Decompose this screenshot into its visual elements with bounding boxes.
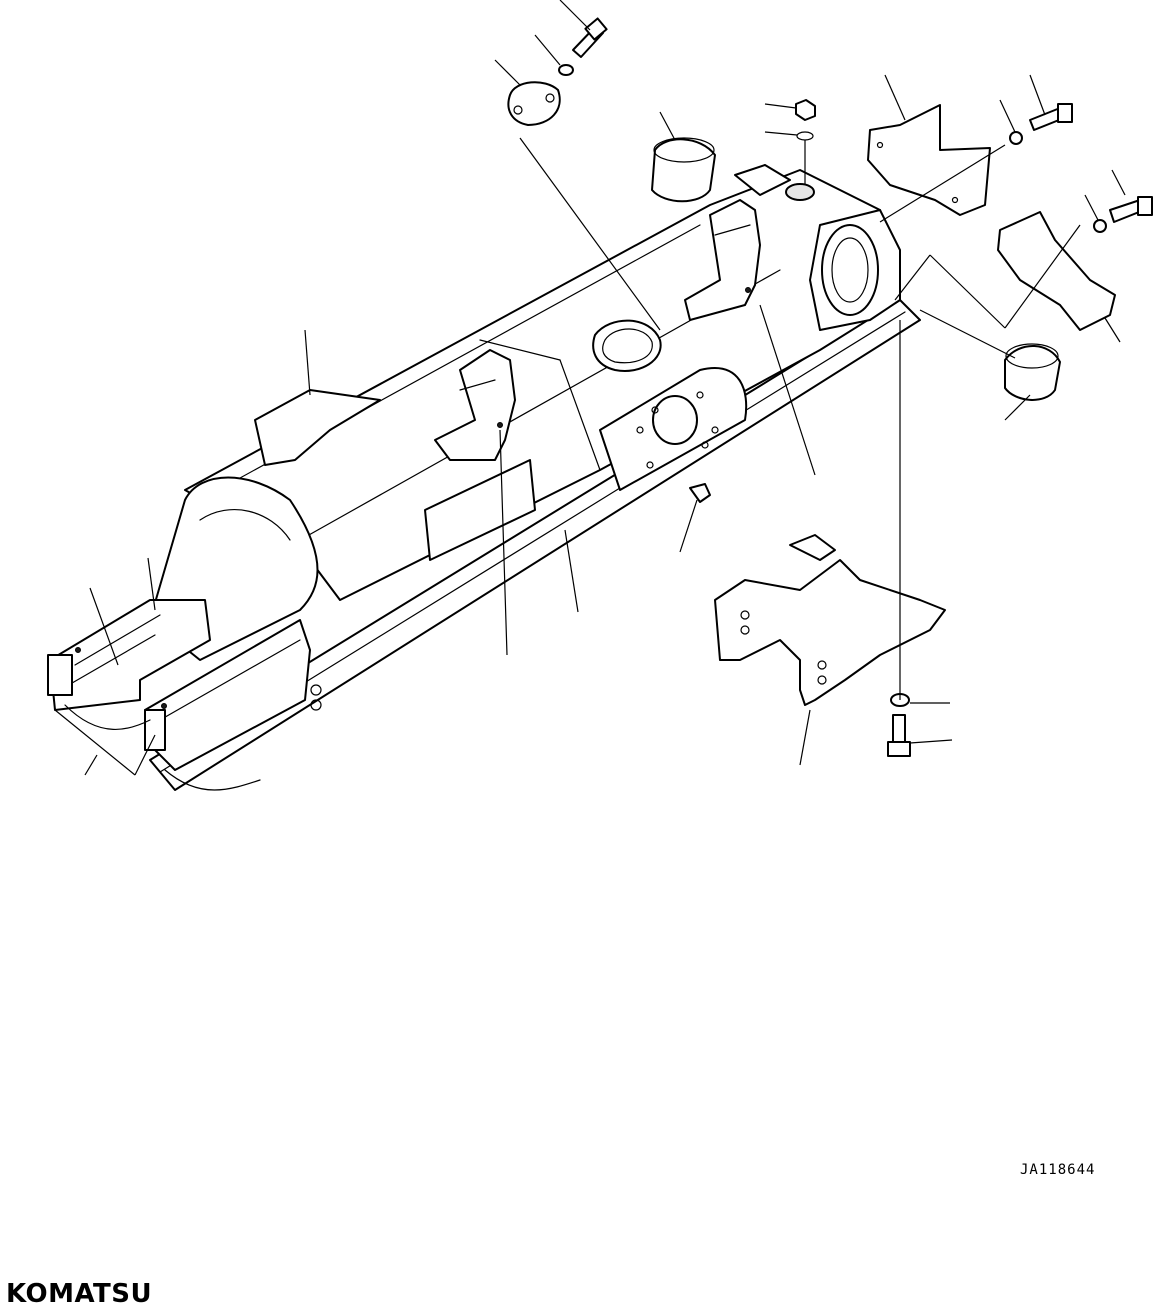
guard-bracket-rear [684,199,761,321]
guard-bracket-front [434,349,516,461]
right-guard-block [997,211,1116,331]
cover-plate [507,81,561,126]
support-bracket [714,534,946,706]
bolt-right-2 [1109,196,1153,223]
o-ring-top [796,131,814,141]
leader-lines [54,0,1126,776]
bushing-right [1004,343,1061,401]
bushing-top [651,137,716,203]
plug [689,483,711,503]
washer-top [558,64,574,76]
track-frame [47,164,921,791]
bolt-top [572,17,608,58]
bolt-bottom [887,714,911,757]
komatsu-logo: KOMATSU [6,1279,152,1306]
upper-guard [867,104,991,216]
washer-right-2 [1093,219,1107,233]
bolt-right-1 [1029,103,1073,131]
washer-right-1 [1009,131,1023,145]
svg-text:KOMATSU: KOMATSU [6,1279,152,1306]
drawing-code: JA118644 [1020,1162,1096,1178]
nut-top [795,99,816,121]
